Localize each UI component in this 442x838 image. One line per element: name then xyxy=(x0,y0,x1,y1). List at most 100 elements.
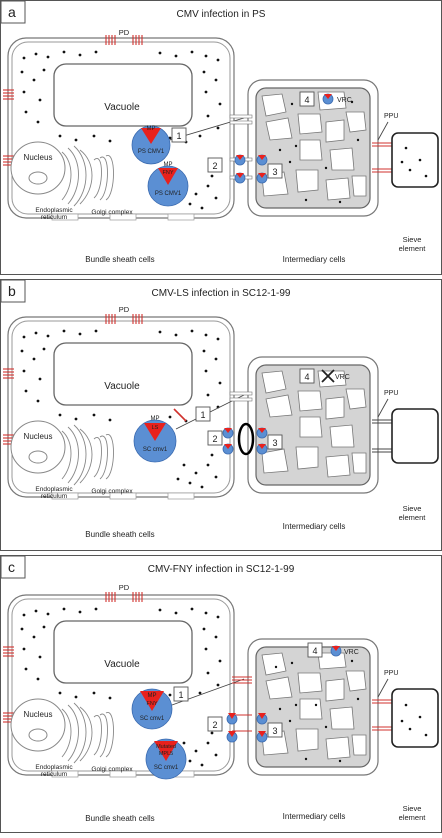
mp-strain-label: FNY xyxy=(147,701,158,707)
vrc-label: VRC xyxy=(337,97,352,104)
endoplasmic-reticulum-shape xyxy=(61,424,93,486)
er-label-line2: reticulum xyxy=(41,493,67,500)
sieve-dots xyxy=(400,146,428,178)
step-box-1 xyxy=(171,127,187,143)
cytoplasm-dots xyxy=(20,50,222,210)
ppu-label: PPU xyxy=(384,390,398,397)
intermediary-vacuoles xyxy=(261,370,367,478)
golgi-label: Golgi complex xyxy=(91,209,133,216)
panel-letter: c xyxy=(8,559,15,575)
intermediary-vacuoles xyxy=(261,652,367,760)
ppu-pointer xyxy=(377,121,389,141)
pd-label: PD xyxy=(119,583,130,592)
vacuole xyxy=(53,620,193,684)
panel-b: b CMV-LS infection in SC12-1-99 PD Vacuo… xyxy=(0,279,442,551)
ppu-connections xyxy=(372,699,392,731)
virus-label: SC cmv1 xyxy=(140,716,165,722)
nucleus-label: Nucleus xyxy=(24,153,53,162)
panel-a: a CMV infection in PS PD Vacuole Nucleus… xyxy=(0,0,442,275)
vrc-label: VRC xyxy=(335,374,350,381)
step-3: 3 xyxy=(272,438,277,448)
panel-b-diagram: b CMV-LS infection in SC12-1-99 PD Vacuo… xyxy=(0,279,442,551)
sieve-label-line1: Sieve xyxy=(403,235,422,244)
panel-letter: a xyxy=(8,4,16,20)
sieve-element xyxy=(391,408,439,464)
nucleus xyxy=(10,141,66,195)
nucleus xyxy=(10,420,66,474)
vacuole xyxy=(53,342,193,406)
golgi-complex-shape xyxy=(93,434,114,480)
er-label-line1: Endoplasmic xyxy=(35,207,73,214)
mp-strain-label: FNY xyxy=(163,170,174,176)
ppu-label: PPU xyxy=(384,113,398,120)
plasmodesmata-top xyxy=(105,314,143,324)
block-slash xyxy=(173,408,187,422)
intermediary-vacuoles xyxy=(261,91,367,201)
golgi-label: Golgi complex xyxy=(91,766,133,773)
vrc-label: VRC xyxy=(344,649,359,656)
ppu-pointer xyxy=(377,398,389,418)
sieve-label-line2: element xyxy=(399,244,427,253)
pd-label: PD xyxy=(119,305,130,314)
vacuole-label: Vacuole xyxy=(104,659,140,670)
step-1: 1 xyxy=(200,410,205,420)
mutant-mp-label: MPL5 xyxy=(159,751,173,757)
plasmodesmata-bottom xyxy=(51,770,195,778)
plasmodesmata-bottom xyxy=(51,492,195,500)
sieve-element xyxy=(391,132,439,188)
vrc-virus xyxy=(330,645,342,657)
nucleolus xyxy=(28,728,48,742)
callose-block xyxy=(237,422,255,456)
mp-label: MP xyxy=(148,693,157,699)
vrc-virus xyxy=(322,93,334,105)
step-4: 4 xyxy=(312,646,317,656)
step-box-4 xyxy=(299,91,315,107)
step-box-3 xyxy=(267,434,283,450)
mp-label: MP xyxy=(151,416,160,422)
virus-sc-cmv1-upper: MP FNY SC cmv1 xyxy=(131,688,173,730)
virus-sc-cmv1-lower: Mutated MPL5 SC cmv1 xyxy=(145,738,187,780)
plasmodesmata-bottom xyxy=(51,213,195,221)
step-2: 2 xyxy=(212,161,217,171)
intermediary-dots xyxy=(274,659,360,763)
ppu-label: PPU xyxy=(384,670,398,677)
step-box-1 xyxy=(173,686,189,702)
moving-virions xyxy=(222,427,268,455)
panel-letter: b xyxy=(8,283,16,299)
vrc-blocked-cross xyxy=(321,369,335,383)
panel-c-diagram: c CMV-FNY infection in SC12-1-99 PD Vacu… xyxy=(0,555,442,833)
er-label-line1: Endoplasmic xyxy=(35,486,73,493)
virus-label: SC cmv1 xyxy=(143,447,168,453)
plasmodesmata-top xyxy=(105,592,143,602)
panel-title: CMV infection in PS xyxy=(177,9,266,20)
plasmodesmata-top xyxy=(105,35,143,45)
panel-title: CMV-LS infection in SC12-1-99 xyxy=(152,288,291,299)
bundle-sheath-label: Bundle sheath cells xyxy=(85,814,154,823)
mp-strain-label: LS xyxy=(152,425,159,431)
step-4: 4 xyxy=(304,95,309,105)
golgi-complex-shape xyxy=(93,712,114,758)
virus-sc-cmv1: MP LS SC cmv1 xyxy=(133,416,177,463)
step-box-1 xyxy=(195,406,211,422)
panel-letter-box xyxy=(0,0,26,24)
mp-label: MP xyxy=(147,126,156,132)
nucleus-label: Nucleus xyxy=(24,432,53,441)
step-4: 4 xyxy=(304,372,309,382)
ppu-connections xyxy=(372,419,392,453)
junction-pores xyxy=(229,391,253,402)
step-box-2 xyxy=(207,157,223,173)
sieve-label-line2: element xyxy=(399,813,427,822)
bundle-sheath-label: Bundle sheath cells xyxy=(85,255,154,264)
sieve-dots xyxy=(400,703,428,737)
cytoplasm-dots xyxy=(20,329,222,489)
vacuole xyxy=(53,63,193,127)
virus-ps-cmv1-lower: MP FNY PS CMV1 xyxy=(147,162,189,207)
step-1: 1 xyxy=(178,690,183,700)
er-label-line2: reticulum xyxy=(41,771,67,778)
vacuole-label: Vacuole xyxy=(104,102,140,113)
junction-pores xyxy=(232,676,252,732)
step-2: 2 xyxy=(212,720,217,730)
virus-label: PS CMV1 xyxy=(138,149,165,155)
bundle-sheath-label: Bundle sheath cells xyxy=(85,530,154,539)
sieve-label-line2: element xyxy=(399,513,427,522)
